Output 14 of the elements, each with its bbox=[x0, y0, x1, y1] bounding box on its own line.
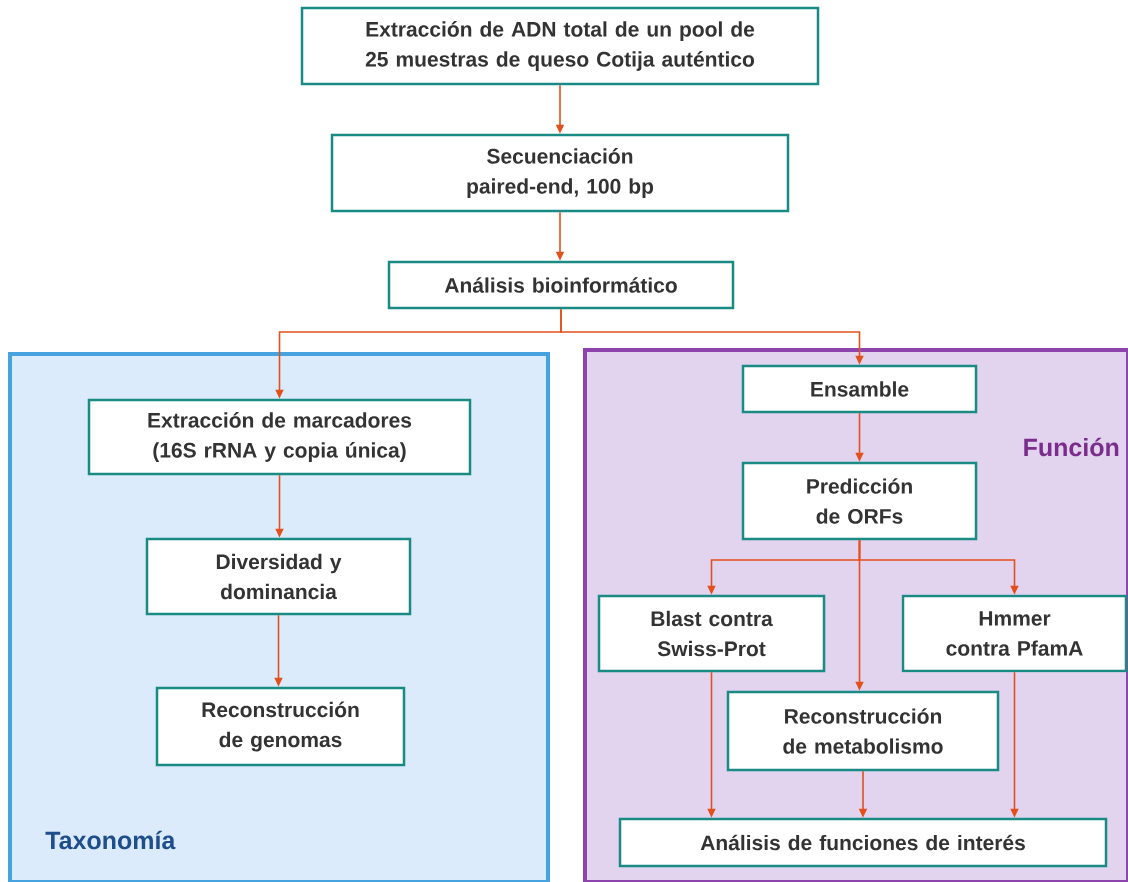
process-box: Reconstrucción de genomas bbox=[155, 686, 406, 767]
process-box: Extracción de marcadores (16S rRNA y copia única) bbox=[87, 398, 472, 476]
process-box: Diversidad y dominancia bbox=[145, 537, 412, 616]
process-box: Predicción de ORFs bbox=[741, 461, 978, 541]
process-box: Ensamble bbox=[741, 364, 978, 414]
process-box: Secuenciación paired-end, 100 bp bbox=[330, 133, 790, 213]
process-box: Análisis bioinformático bbox=[387, 260, 735, 310]
process-box: Análisis de funciones de interés bbox=[618, 817, 1108, 868]
process-box: Reconstrucción de metabolismo bbox=[726, 690, 1000, 772]
process-box: Extracción de ADN total de un pool de 25 muestras de queso Cotija auténtico bbox=[300, 6, 820, 86]
panel-title: Taxonomía bbox=[45, 830, 176, 850]
process-box: Hmmer contra PfamA bbox=[901, 594, 1128, 673]
process-box: Blast contra Swiss-Prot bbox=[597, 594, 826, 673]
panel-title: Función bbox=[1024, 437, 1119, 457]
